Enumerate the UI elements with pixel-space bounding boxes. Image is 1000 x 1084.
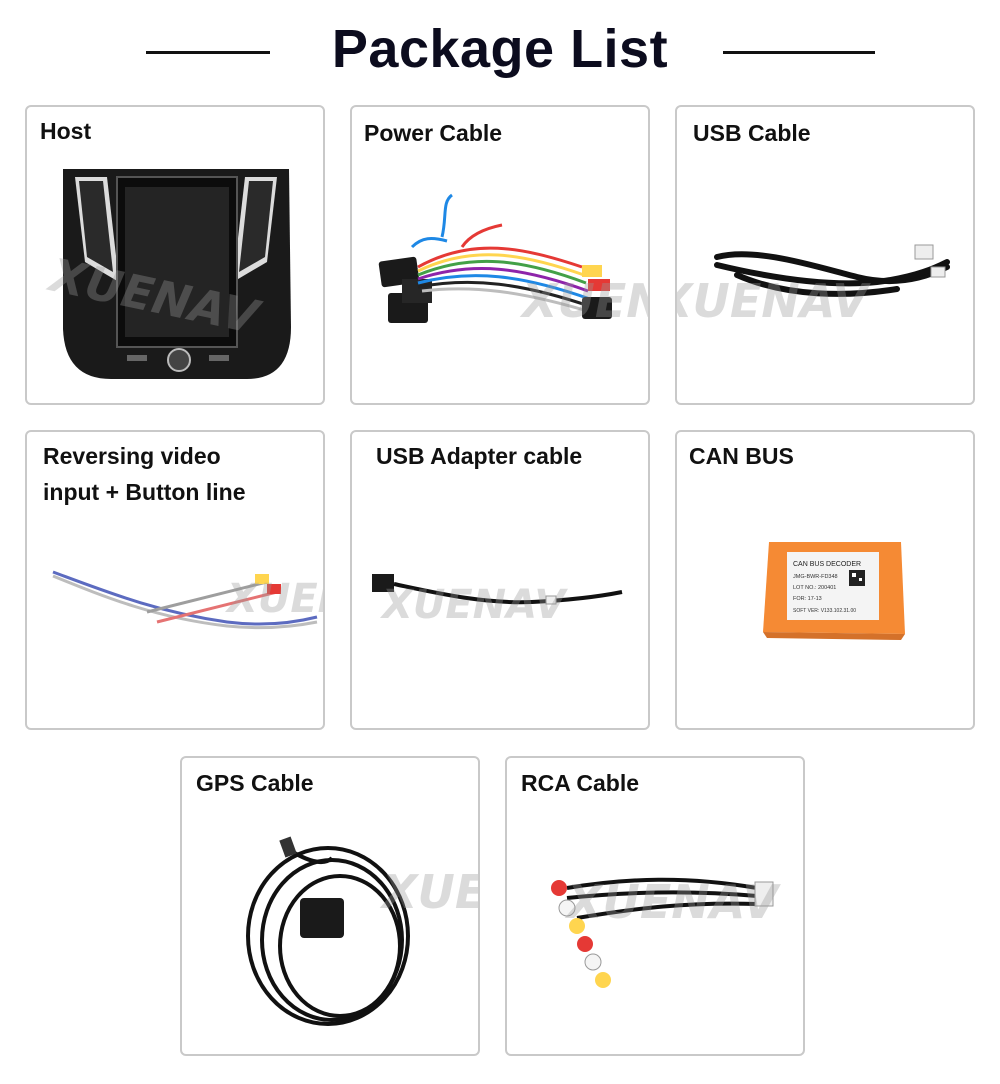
sticker-line-3: FOR: 17-13 [793, 596, 822, 602]
title-rule-right [723, 51, 875, 54]
card-label: Power Cable [364, 120, 503, 146]
sticker-line-4: SOFT VER: V133.102.31.00 [793, 608, 856, 614]
sticker-line-2: LOT NO.: 200401 [793, 585, 836, 591]
rca-cable-image: XUENAV [551, 875, 781, 988]
card-usb-cable: USB Cable XUENAV [675, 105, 975, 405]
header: Package List [0, 0, 1000, 100]
usb-cable-image: XUENAV [677, 244, 950, 328]
card-label-line-2: input + Button line [43, 479, 246, 505]
card-reversing-video: Reversing video input + Button line XUEN… [25, 430, 325, 730]
head-unit-image: XUENAV [43, 169, 291, 379]
card-label: GPS Cable [196, 770, 314, 796]
watermark-text: XUENAV [564, 875, 781, 929]
card-host: Host XUENAV [25, 105, 325, 405]
card-can-bus: CAN BUS CAN BUS DECODER JMG-BWR-FD348 LO… [675, 430, 975, 730]
sticker-line-1: JMG-BWR-FD348 [793, 574, 838, 580]
card-label: RCA Cable [521, 770, 639, 796]
watermark-text: XUENAV [379, 865, 480, 919]
card-power-cable: Power Cable XUENAV [350, 105, 650, 405]
usb-adapter-cable-image: XUENAV [372, 574, 623, 628]
canbus-decoder-image: CAN BUS DECODER JMG-BWR-FD348 LOT NO.: 2… [763, 542, 905, 640]
watermark-text: XUENAV [379, 582, 568, 628]
page-title: Package List [331, 19, 669, 79]
watermark-text: XUENAV [677, 274, 871, 328]
watermark-text: XUENAV [519, 274, 650, 328]
card-label: USB Cable [693, 120, 811, 146]
card-rca-cable: RCA Cable XUENAV [505, 756, 805, 1056]
reversing-video-cable-image: XUENAV [52, 570, 325, 630]
card-label: CAN BUS [689, 443, 794, 469]
title-rule-left [146, 51, 270, 54]
power-cable-image: XUENAV [378, 193, 650, 328]
gps-antenna-image: XUENAV [246, 836, 480, 1026]
card-label-line-1: Reversing video [43, 443, 221, 469]
watermark-text: XUENAV [224, 576, 325, 622]
card-gps-cable: GPS Cable XUENAV [180, 756, 480, 1056]
card-usb-adapter-cable: USB Adapter cable XUENAV [350, 430, 650, 730]
card-label: Host [40, 118, 92, 144]
card-label: USB Adapter cable [376, 443, 583, 469]
sticker-title: CAN BUS DECODER [793, 561, 861, 568]
